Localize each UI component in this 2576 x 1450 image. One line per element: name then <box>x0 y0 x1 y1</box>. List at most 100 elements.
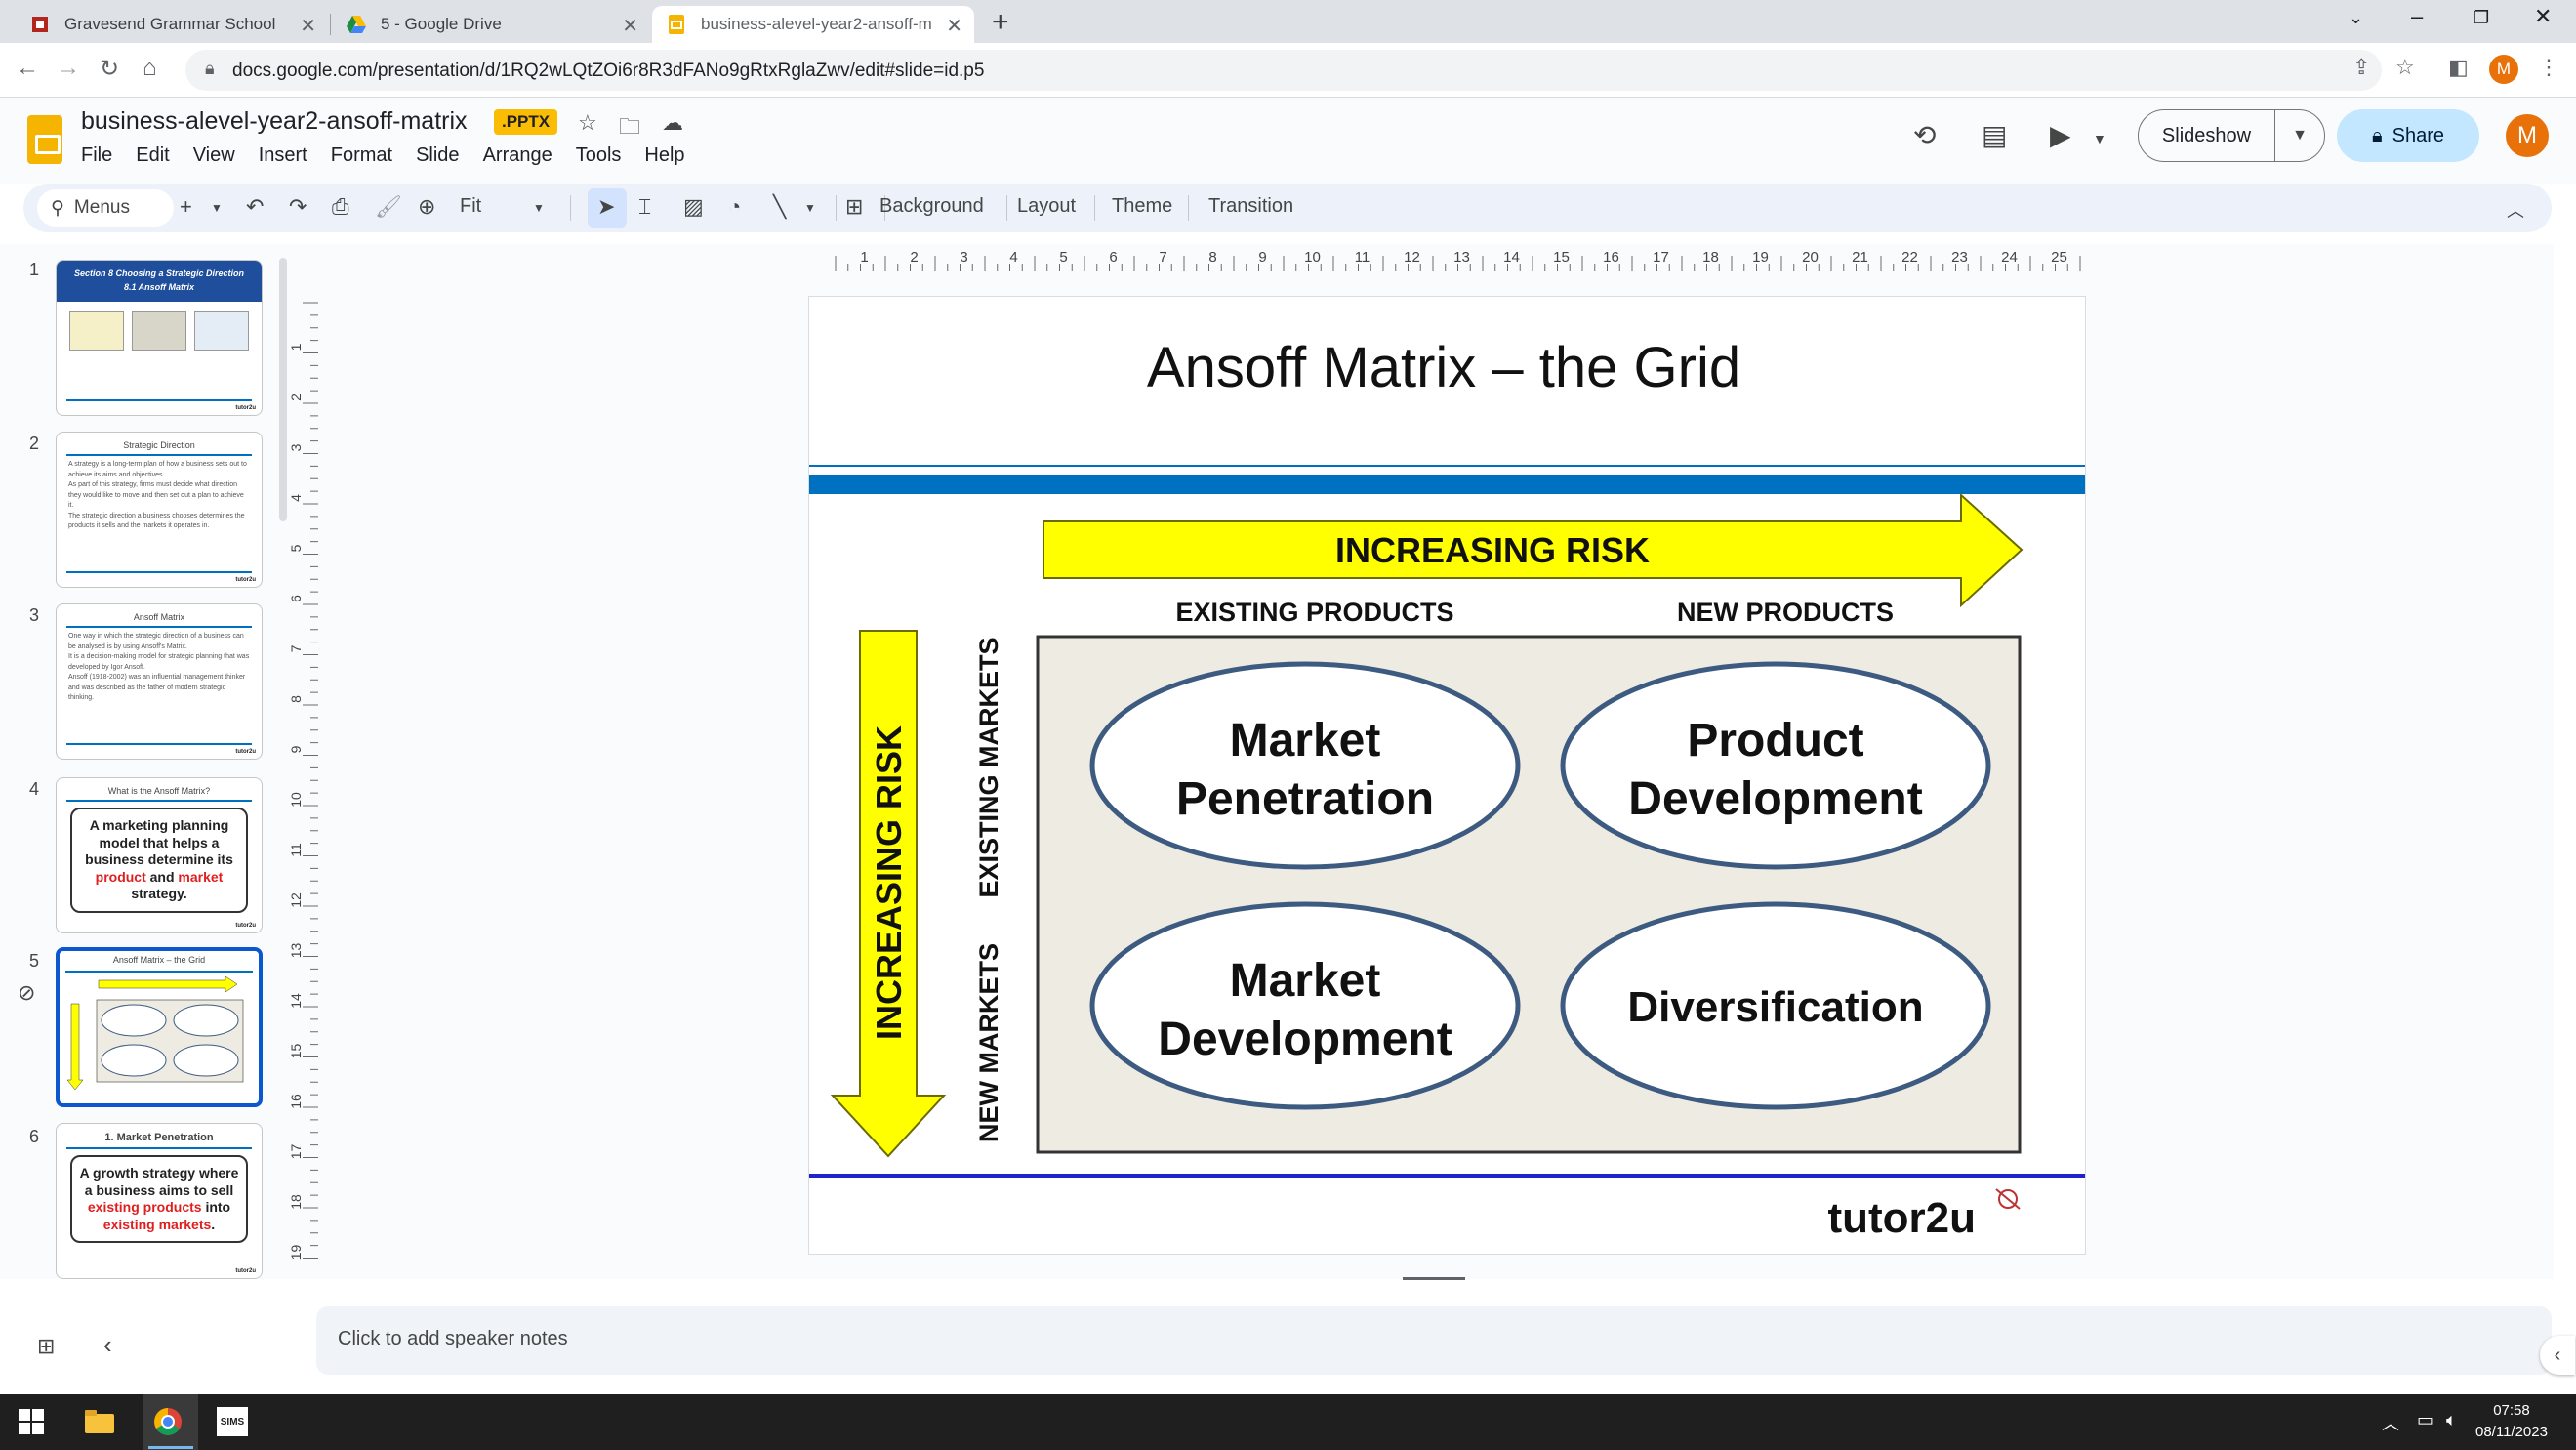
slideshow-button[interactable]: Slideshow ▼ <box>2138 109 2325 162</box>
zoom-dropdown-icon[interactable]: ▼ <box>533 201 545 215</box>
row-header-existing-markets[interactable]: EXISTING MARKETS <box>974 637 1003 897</box>
col-header-existing-products[interactable]: EXISTING PRODUCTS <box>1175 598 1453 627</box>
reload-icon[interactable]: ↻ <box>100 56 120 82</box>
bookmark-star-icon[interactable]: ☆ <box>2395 55 2415 79</box>
volume-icon[interactable]: 🔈︎ <box>2446 1410 2457 1429</box>
slide-title[interactable]: Ansoff Matrix – the Grid <box>1147 336 1740 399</box>
chrome-icon[interactable] <box>148 1402 187 1441</box>
layout-button[interactable]: Layout <box>1017 195 1077 217</box>
redo-icon[interactable]: ↷ <box>289 194 307 219</box>
grid-view-icon[interactable]: ⊞ <box>37 1334 56 1358</box>
select-pointer-icon[interactable]: ➤ <box>597 194 616 219</box>
address-bar[interactable]: 🔒︎ docs.google.com/presentation/d/1RQ2wL… <box>185 50 2382 91</box>
new-tab-icon[interactable]: + <box>992 6 1009 38</box>
search-menus-input[interactable]: ⚲ Menus <box>37 189 174 227</box>
star-icon[interactable]: ☆ <box>578 110 597 135</box>
minimize-icon[interactable]: – <box>2411 4 2424 28</box>
slide-thumbnail-3[interactable]: Ansoff Matrix One way in which the strat… <box>56 603 263 760</box>
risk-vertical-label[interactable]: INCREASING RISK <box>869 725 909 1040</box>
close-tab-icon[interactable]: ✕ <box>622 16 638 37</box>
file-explorer-icon[interactable] <box>80 1402 119 1441</box>
risk-horizontal-label[interactable]: INCREASING RISK <box>1335 530 1650 570</box>
line-icon[interactable]: ╲ <box>773 194 787 219</box>
forward-icon[interactable]: → <box>57 55 80 81</box>
add-comment-icon[interactable]: ⊞ <box>845 194 864 219</box>
slideshow-label[interactable]: Slideshow <box>2139 110 2275 161</box>
zoom-level[interactable]: Fit <box>460 195 482 217</box>
collapse-filmstrip-icon[interactable]: ‹ <box>103 1330 112 1359</box>
col-header-new-products[interactable]: NEW PRODUCTS <box>1677 598 1894 627</box>
print-icon[interactable]: ⎙ <box>332 194 349 219</box>
new-slide-dropdown-icon[interactable]: ▼ <box>211 201 223 215</box>
link-object-icon[interactable]: ⊘ <box>18 980 36 1005</box>
text-box-icon[interactable]: ⌶ <box>638 194 652 219</box>
back-icon[interactable]: ← <box>16 55 39 81</box>
slide-thumbnail-2[interactable]: Strategic Direction A strategy is a long… <box>56 432 263 588</box>
share-button[interactable]: 🔒︎ Share <box>2337 109 2479 162</box>
slide-thumbnail-1[interactable]: Section 8 Choosing a Strategic Direction… <box>56 260 263 416</box>
show-hidden-icons-icon[interactable]: ︿ <box>2382 1414 2399 1433</box>
line-dropdown-icon[interactable]: ▼ <box>804 201 816 215</box>
notes-resize-handle[interactable] <box>1403 1277 1465 1280</box>
menu-help[interactable]: Help <box>644 145 685 166</box>
menu-tools[interactable]: Tools <box>575 145 622 166</box>
share-page-icon[interactable]: ⇪ <box>2352 55 2371 79</box>
slide-thumbnail-6[interactable]: 1. Market Penetration A growth strategy … <box>56 1123 263 1279</box>
filmstrip-scrollbar[interactable] <box>279 258 287 521</box>
restore-icon[interactable]: ❐ <box>2474 8 2490 27</box>
lock-icon[interactable]: 🔒︎ <box>205 59 215 78</box>
insert-image-icon[interactable]: ▨ <box>683 194 704 219</box>
tab-google-drive[interactable]: 5 - Google Drive ✕ <box>332 6 650 43</box>
document-title[interactable]: business-alevel-year2-ansoff-matrix <box>81 107 468 135</box>
meet-camera-icon[interactable]: ▶︎ <box>2050 120 2071 150</box>
show-side-panel-icon[interactable]: ‹ <box>2540 1336 2575 1375</box>
file-type-badge[interactable]: .PPTX <box>494 109 558 135</box>
menu-view[interactable]: View <box>192 145 235 166</box>
menu-slide[interactable]: Slide <box>416 145 460 166</box>
transition-button[interactable]: Transition <box>1208 195 1294 217</box>
paint-format-icon[interactable]: 🖌︎ <box>375 194 402 219</box>
sims-app-icon[interactable]: SIMS <box>217 1407 248 1436</box>
slides-logo-icon[interactable] <box>27 115 62 164</box>
current-slide[interactable]: Ansoff Matrix – the Grid INCREASING RISK… <box>809 297 2085 1254</box>
comments-icon[interactable]: ▤ <box>1982 120 2008 150</box>
meet-dropdown-icon[interactable]: ▼ <box>2093 131 2106 146</box>
theme-button[interactable]: Theme <box>1112 195 1173 217</box>
windows-start-icon[interactable] <box>12 1402 51 1441</box>
tab-gravesend[interactable]: Gravesend Grammar School ✕ <box>16 6 328 43</box>
window-close-icon[interactable]: ✕ <box>2534 4 2553 28</box>
profile-avatar[interactable]: M <box>2489 55 2518 84</box>
close-tab-icon[interactable]: ✕ <box>946 16 962 37</box>
cell-product-development[interactable] <box>1560 661 1991 870</box>
version-history-icon[interactable]: ⟲ <box>1913 120 1937 150</box>
slide-thumbnail-5-selected[interactable]: Ansoff Matrix – the Grid <box>56 947 263 1107</box>
menu-arrange[interactable]: Arrange <box>482 145 552 166</box>
zoom-icon[interactable]: ⊕ <box>418 194 436 219</box>
background-button[interactable]: Background <box>879 195 984 217</box>
cell-diversification[interactable] <box>1560 901 1991 1110</box>
tab-search-chevron-icon[interactable]: ⌄ <box>2349 8 2364 27</box>
undo-icon[interactable]: ↶ <box>246 194 265 219</box>
row-header-new-markets[interactable]: NEW MARKETS <box>974 943 1003 1142</box>
menu-edit[interactable]: Edit <box>136 145 170 166</box>
system-clock[interactable]: 07:58 08/11/2023 <box>2475 1400 2548 1443</box>
slideshow-dropdown-icon[interactable]: ▼ <box>2292 127 2308 144</box>
tab-slides-active[interactable]: business-alevel-year2-ansoff-m ✕ <box>652 6 974 43</box>
account-avatar[interactable]: M <box>2506 114 2549 157</box>
menu-file[interactable]: File <box>81 145 113 166</box>
speaker-notes-field[interactable]: Click to add speaker notes <box>316 1306 2552 1375</box>
collapse-toolbar-icon[interactable]: ︿ <box>2507 201 2524 221</box>
new-slide-icon[interactable]: + <box>180 194 192 219</box>
home-icon[interactable]: ⌂ <box>143 55 157 81</box>
network-icon[interactable]: ▭ <box>2417 1410 2434 1429</box>
shape-icon[interactable]: ◔ <box>728 194 742 219</box>
cloud-saved-icon[interactable]: ☁︎ <box>662 110 683 135</box>
cell-market-development[interactable] <box>1089 901 1521 1110</box>
side-panel-icon[interactable]: ◧ <box>2448 55 2469 79</box>
menu-format[interactable]: Format <box>330 145 393 166</box>
close-tab-icon[interactable]: ✕ <box>300 16 316 37</box>
menu-insert[interactable]: Insert <box>258 145 307 166</box>
cell-market-penetration[interactable] <box>1089 661 1521 870</box>
